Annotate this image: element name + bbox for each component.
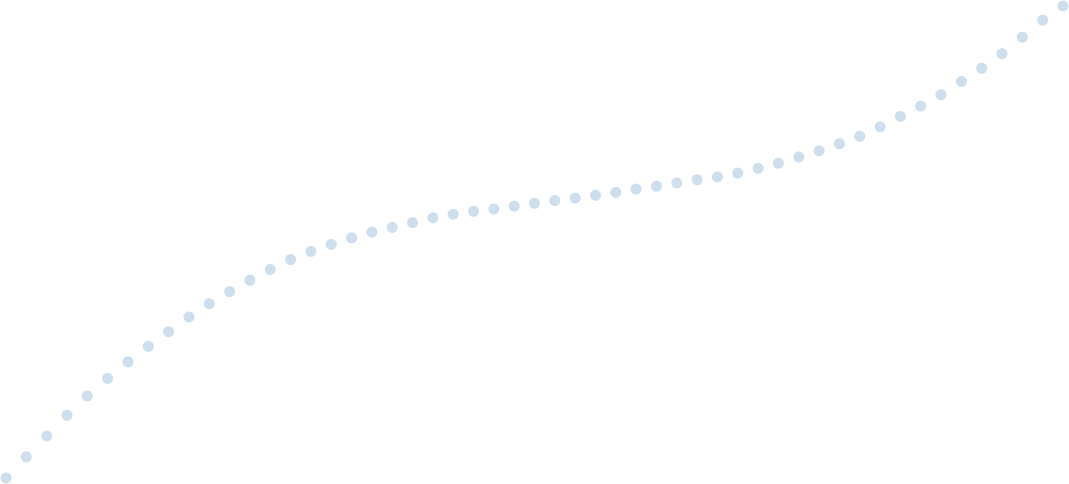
scatter-point [0, 472, 12, 484]
scatter-point [549, 195, 561, 206]
scatter-point [854, 130, 866, 142]
scatter-point [102, 372, 114, 384]
scatter-point [163, 326, 175, 338]
scatter-point [833, 138, 845, 150]
scatter-point [203, 298, 215, 310]
scatter-point [671, 177, 683, 189]
scatter-point [955, 76, 967, 87]
scatter-point [1037, 14, 1049, 26]
scatter-point [651, 180, 662, 192]
scatter-point [894, 110, 906, 122]
scatter-point [366, 226, 378, 238]
scatter-point [976, 62, 988, 74]
scatter-point [183, 311, 195, 323]
scatter-point [407, 217, 418, 229]
scatter-point [610, 186, 622, 198]
scatter-point [122, 356, 134, 368]
scatter-point [935, 89, 947, 101]
scatter-point [508, 200, 520, 212]
scatter-point [264, 263, 276, 275]
scatter-point [468, 205, 479, 217]
scatter-point [915, 100, 927, 112]
scatter-point [569, 192, 581, 204]
scatter-point [772, 157, 784, 169]
scatter-point [630, 183, 642, 195]
scatter-point [813, 145, 825, 157]
scatter-point [61, 409, 73, 421]
scatter-point [590, 189, 601, 201]
scatter-point [224, 286, 236, 298]
scatter-point [325, 238, 337, 250]
scatter-point [874, 121, 886, 133]
scatter-point [1016, 31, 1028, 43]
scatter-point [427, 212, 439, 224]
scatter-point [1057, 0, 1069, 12]
scatter-point [488, 203, 500, 215]
scatter-point [244, 274, 256, 286]
scatter-point [691, 174, 703, 186]
scatter-point [285, 254, 297, 265]
scatter-point [711, 171, 723, 183]
scatter-point [386, 221, 398, 233]
scatter-point [41, 430, 53, 442]
scatter-point [305, 245, 317, 257]
scatter-point [20, 451, 32, 463]
scatter-point [529, 197, 540, 209]
scatter-point [793, 151, 805, 163]
scatter-point [752, 162, 764, 174]
scatter-point [447, 208, 459, 220]
scatter-point [81, 390, 93, 402]
scatter-point [996, 48, 1008, 60]
scatter-point [732, 167, 744, 179]
scatter-point [142, 340, 154, 352]
scatter-point [346, 232, 358, 244]
